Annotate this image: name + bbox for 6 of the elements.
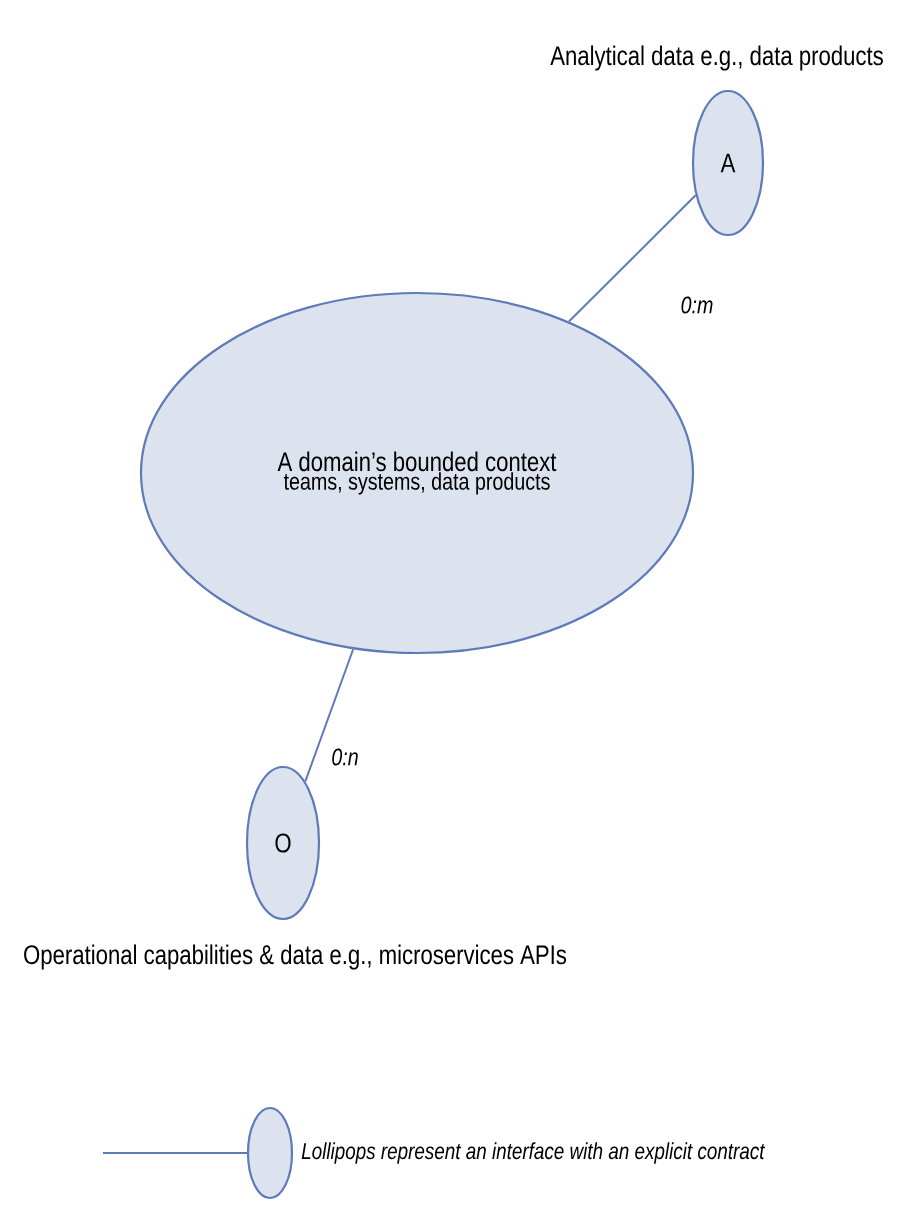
edge-label: 0:n: [330, 747, 360, 767]
caption-text: Analytical data e.g., data products: [550, 45, 883, 71]
caption-text: Operational capabilities & data e.g., microservices APIs: [24, 944, 567, 970]
connector-line: [304, 648, 355, 783]
connector-line: [567, 194, 697, 323]
legend-text: Lollipops represent an interface with an explicit contract: [301, 1142, 766, 1164]
